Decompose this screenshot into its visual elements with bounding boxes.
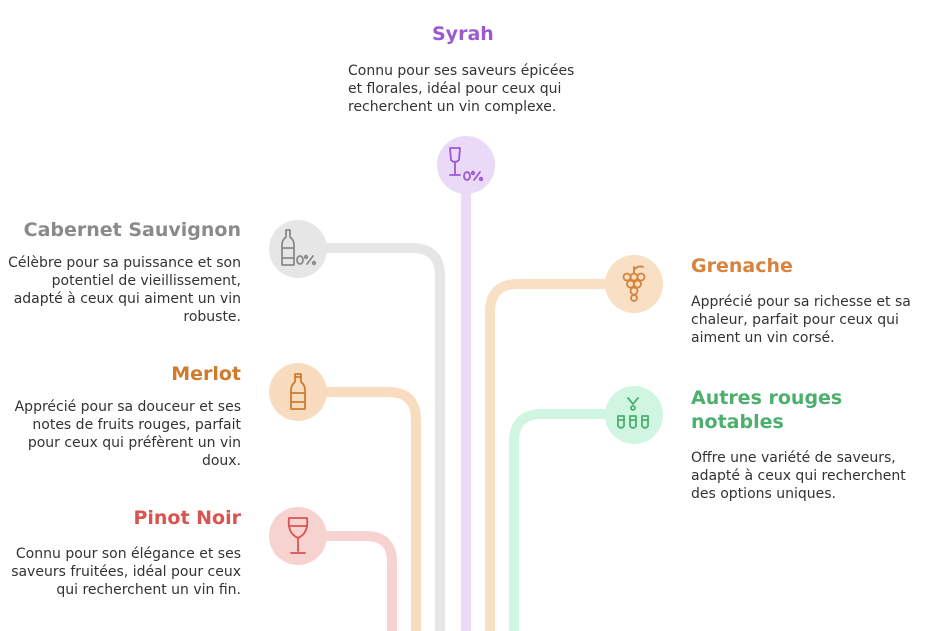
syrah-desc-line: et florales, idéal pour ceux qui xyxy=(348,81,562,97)
syrah-description: Connu pour ses saveurs épicées et floral… xyxy=(348,62,588,116)
autres-title-line: Autres rouges xyxy=(691,387,843,409)
pinot-description: Connu pour son élégance et ses saveurs f… xyxy=(0,545,241,599)
grenache-connector xyxy=(485,279,606,631)
wine-glasses-icon xyxy=(617,397,649,429)
grapes-icon xyxy=(622,265,646,302)
merlot-desc-line: notes de fruits rouges, parfait xyxy=(32,417,241,433)
syrah-title: Syrah xyxy=(432,23,494,45)
merlot-node xyxy=(269,363,327,421)
pinot-title: Pinot Noir xyxy=(133,507,241,529)
pinot-connector xyxy=(326,531,397,631)
cabernet-desc-line: adapté à ceux qui aiment un vin xyxy=(13,291,241,307)
wine-bottle-icon xyxy=(290,373,306,410)
grenache-desc-line: chaleur, parfait pour ceux qui xyxy=(691,312,899,328)
wine-glass-zero-percent-icon xyxy=(449,147,484,182)
autres-description: Offre une variété de saveurs, adapté à c… xyxy=(691,449,931,503)
pinot-desc-line: saveurs fruitées, idéal pour ceux xyxy=(11,564,241,580)
bottle-zero-percent-icon xyxy=(281,229,317,266)
autres-desc-line: adapté à ceux qui recherchent xyxy=(691,468,906,484)
grenache-description: Apprécié pour sa richesse et sa chaleur,… xyxy=(691,293,931,347)
autres-title-line: notables xyxy=(691,411,784,433)
grenache-desc-line: aiment un vin corsé. xyxy=(691,330,835,346)
syrah-desc-line: recherchent un vin complexe. xyxy=(348,99,557,115)
cabernet-connector xyxy=(326,243,445,631)
autres-node xyxy=(605,386,663,444)
cabernet-desc-line: robuste. xyxy=(183,309,241,325)
cabernet-description: Célèbre pour sa puissance et son potenti… xyxy=(0,254,241,326)
grenache-desc-line: Apprécié pour sa richesse et sa xyxy=(691,294,911,310)
cabernet-node xyxy=(269,220,327,278)
wine-glass-icon xyxy=(287,517,309,554)
syrah-desc-line: Connu pour ses saveurs épicées xyxy=(348,63,575,79)
merlot-description: Apprécié pour sa douceur et ses notes de… xyxy=(0,398,241,470)
autres-title: Autres rouges notables xyxy=(691,386,842,434)
pinot-desc-line: qui recherchent un vin fin. xyxy=(56,582,241,598)
autres-desc-line: des options uniques. xyxy=(691,486,837,502)
merlot-connector xyxy=(326,387,421,631)
merlot-desc-line: doux. xyxy=(201,453,241,469)
grenache-node xyxy=(605,255,663,313)
pinot-desc-line: Connu pour son élégance et ses xyxy=(15,546,241,562)
merlot-desc-line: Apprécié pour sa douceur et ses xyxy=(14,399,241,415)
cabernet-desc-line: Célèbre pour sa puissance et son xyxy=(8,255,241,271)
autres-desc-line: Offre une variété de saveurs, xyxy=(691,450,896,466)
syrah-node xyxy=(437,136,495,194)
cabernet-title: Cabernet Sauvignon xyxy=(23,219,241,241)
pinot-node xyxy=(269,507,327,565)
cabernet-desc-line: potentiel de vieillissement, xyxy=(51,273,241,289)
autres-connector xyxy=(509,409,606,631)
grenache-title: Grenache xyxy=(691,255,793,277)
merlot-desc-line: pour ceux qui préfèrent un vin xyxy=(27,435,241,451)
merlot-title: Merlot xyxy=(171,363,241,385)
